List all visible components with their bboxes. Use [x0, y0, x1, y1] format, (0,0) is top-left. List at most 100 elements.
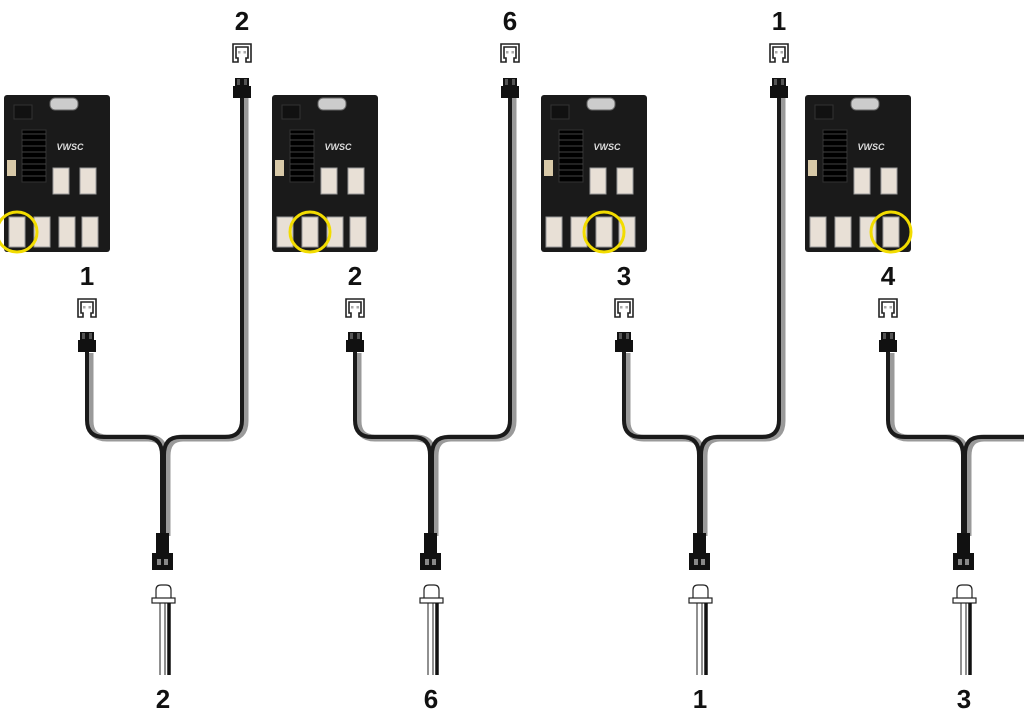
aux-port: [52, 167, 70, 195]
usb-c-port: [317, 97, 347, 111]
output-port-3: [33, 216, 51, 248]
connector-neck: [957, 533, 970, 553]
plug-flange: [151, 597, 176, 604]
output-port-4: [276, 216, 294, 248]
connector-body: [501, 86, 519, 98]
socket-pin: [780, 51, 783, 54]
left-branch-wire-light: [623, 353, 706, 536]
mating-plug: [952, 584, 977, 675]
connector-slot: [244, 79, 247, 85]
connector-slot: [357, 333, 360, 339]
top-connector-number: 1: [772, 6, 786, 36]
board-port-number: 1: [80, 261, 94, 291]
top-connector: [501, 78, 519, 98]
y-splitter-cable: [886, 352, 1024, 536]
socket-outline: [769, 43, 789, 63]
plug-housing: [692, 584, 709, 598]
connector-body: [233, 86, 251, 98]
usb-c-port: [850, 97, 880, 111]
mating-plug: [419, 584, 444, 675]
bottom-output-number: 2: [156, 684, 170, 714]
top-connector-number: 2: [235, 6, 249, 36]
bottom-output-number: 1: [693, 684, 707, 714]
heatsink: [289, 129, 315, 183]
bottom-connector: [420, 533, 441, 570]
controller-board: VWSC: [805, 95, 913, 254]
output-port-3: [834, 216, 852, 248]
connector-slot: [237, 79, 240, 85]
connector-top: [881, 332, 895, 340]
socket-icon: [232, 43, 252, 63]
bottom-connector: [953, 533, 974, 570]
y-splitter-cable: [622, 95, 786, 536]
socket-icon: [878, 298, 898, 318]
mating-plug: [688, 584, 713, 675]
y-splitter-cable: [85, 95, 249, 536]
connector-body: [689, 553, 710, 570]
right-branch-wire-light: [431, 96, 517, 536]
left-branch-wire-dark: [886, 352, 965, 535]
output-port-1: [81, 216, 99, 248]
top-connector: [770, 78, 788, 98]
left-branch-wire-light: [887, 353, 970, 536]
output-port-4: [809, 216, 827, 248]
connector-slot: [626, 333, 629, 339]
left-connector: [346, 332, 364, 352]
socket-pin: [889, 306, 892, 309]
socket-pin: [506, 51, 509, 54]
right-branch-wire-dark: [162, 95, 244, 535]
connector-neck: [424, 533, 437, 553]
connector-slot: [89, 333, 92, 339]
aux-port: [853, 167, 871, 195]
connector-slot: [164, 559, 168, 565]
button: [275, 160, 284, 176]
output-port-2: [58, 216, 76, 248]
output-port-3: [570, 216, 588, 248]
connector-top: [80, 332, 94, 340]
socket-pin: [775, 51, 778, 54]
connector-body: [953, 553, 974, 570]
output-port-1: [349, 216, 367, 248]
board-port-number: 3: [617, 261, 631, 291]
highlighted-port-ring: [0, 210, 39, 254]
socket-icon: [345, 298, 365, 318]
top-connector-number: 6: [503, 6, 517, 36]
connector-slot: [350, 333, 353, 339]
socket-outline: [345, 298, 365, 318]
socket-pin: [620, 306, 623, 309]
connector-body: [420, 553, 441, 570]
left-branch-wire-light: [354, 353, 437, 536]
connector-top: [503, 78, 517, 86]
left-branch-wire-dark: [85, 352, 164, 535]
plug-housing: [956, 584, 973, 598]
connector-top: [235, 78, 249, 86]
chip: [550, 104, 570, 120]
socket-pin: [884, 306, 887, 309]
button: [7, 160, 16, 176]
mating-plug: [151, 584, 176, 675]
socket-outline: [614, 298, 634, 318]
chip: [281, 104, 301, 120]
usb-c-port: [49, 97, 79, 111]
left-connector: [615, 332, 633, 352]
socket-pin: [511, 51, 514, 54]
socket-pin: [356, 306, 359, 309]
controller-board: VWSC: [272, 95, 378, 254]
highlighted-port-ring: [869, 210, 913, 254]
socket-pin: [88, 306, 91, 309]
connector-neck: [156, 533, 169, 553]
connector-body: [346, 340, 364, 352]
socket-outline: [500, 43, 520, 63]
left-branch-wire-light: [86, 353, 169, 536]
right-branch-wire-dark: [963, 435, 1024, 535]
socket-icon: [500, 43, 520, 63]
board-marking: VWSC: [57, 142, 85, 152]
connector-top: [772, 78, 786, 86]
connector-slot: [883, 333, 886, 339]
output-port-2: [326, 216, 344, 248]
connector-top: [617, 332, 631, 340]
plug-housing: [423, 584, 440, 598]
